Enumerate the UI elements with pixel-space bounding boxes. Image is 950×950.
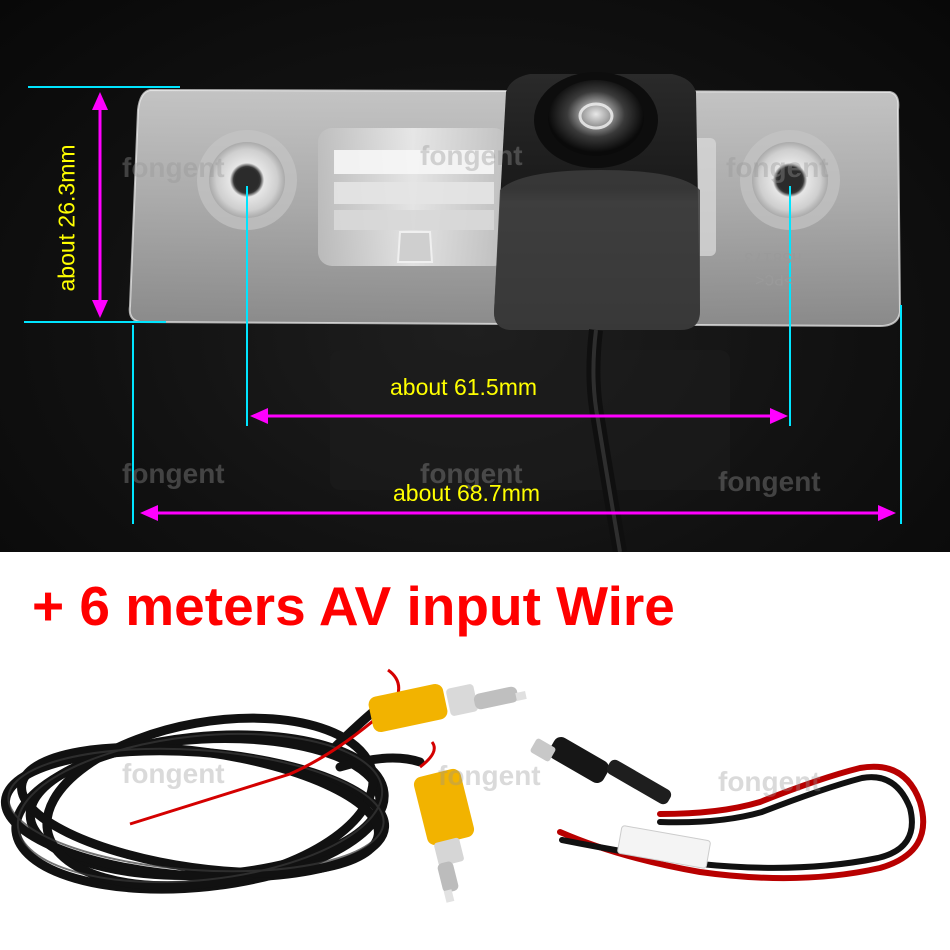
watermark: fongent <box>718 466 821 497</box>
right-screw-hole <box>740 130 840 230</box>
inner-width-dimension-line <box>246 186 791 426</box>
coiled-black-cable <box>0 697 425 894</box>
watermark: fongent <box>122 458 225 489</box>
surface-reflection <box>330 350 730 490</box>
camera-illustration <box>24 72 902 552</box>
watermark: fongent <box>122 758 225 789</box>
watermark: fongent <box>726 152 829 183</box>
height-dimension-label: about 26.3mm <box>53 144 80 292</box>
wire-tag-label <box>617 825 711 869</box>
red-trigger-wire <box>129 668 401 826</box>
camera-body <box>494 72 700 330</box>
watermark: fongent <box>420 140 523 171</box>
camera-lens <box>548 80 644 156</box>
inner-width-dimension-label: about 61.5mm <box>390 374 538 400</box>
outer-width-dimension-label: about 68.7mm <box>393 480 541 506</box>
rca-plug-top <box>368 683 527 733</box>
camera-dimension-photo: HS8173 >PC< fongent fongent fongent fong… <box>0 0 950 552</box>
outer-width-dimension-line <box>132 305 902 524</box>
av-wire-photo: fongent fongent fongent <box>0 552 950 950</box>
watermark: fongent <box>718 766 821 797</box>
height-dimension-line <box>24 86 180 323</box>
housing-marking-line2: >PC< <box>755 270 794 288</box>
dc-power-connector <box>530 737 672 805</box>
headline-text: + 6 meters AV input Wire <box>32 575 675 637</box>
housing-marking-line1: HS8173 <box>744 248 802 266</box>
av-wire-illustration <box>0 668 927 903</box>
watermark: fongent <box>420 458 523 489</box>
watermark: fongent <box>438 760 541 791</box>
watermark: fongent <box>122 152 225 183</box>
rca-plug-bottom <box>413 768 475 903</box>
left-screw-hole <box>197 130 297 230</box>
